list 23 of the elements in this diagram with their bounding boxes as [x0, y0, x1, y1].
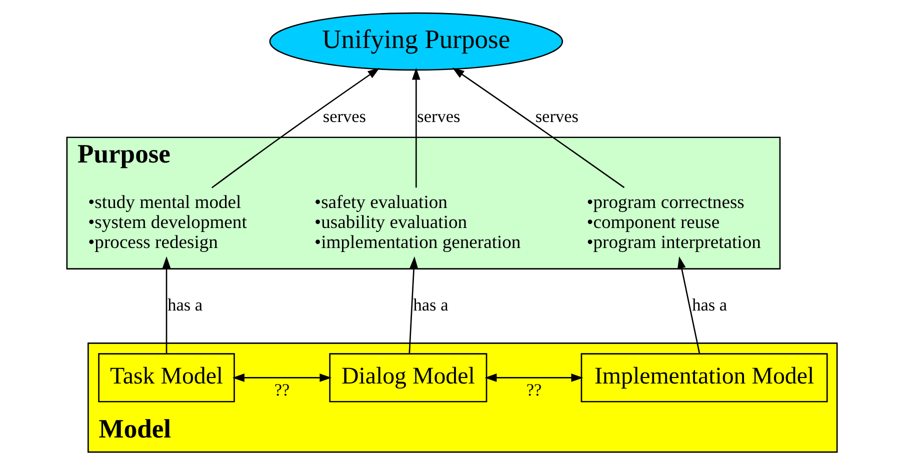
- node-text: •program correctness •component reuse •program interpretation: [586, 192, 760, 253]
- arrow: [677, 256, 700, 354]
- edge-label: has a: [412, 296, 448, 315]
- node-box: Task Model: [98, 353, 234, 402]
- edge-label: serves: [534, 106, 578, 126]
- arrow: [484, 374, 583, 382]
- node-box: Dialog Model: [328, 353, 487, 402]
- arrow: [408, 256, 418, 354]
- edge-label: has a: [167, 296, 202, 315]
- node-text: •safety evaluation •usability evaluation •implementation generation: [314, 192, 520, 253]
- node-text: •study mental model •system development •process redesign: [88, 192, 246, 253]
- edge-label: ??: [274, 380, 290, 400]
- arrow: [411, 68, 420, 188]
- arrow: [232, 374, 332, 382]
- arrow: [162, 256, 170, 354]
- node-box: Implementation Model: [580, 353, 828, 402]
- edge-label: ??: [526, 380, 542, 400]
- arrow: [210, 68, 380, 188]
- edge-label: has a: [692, 296, 727, 315]
- edge-label: serves: [322, 106, 366, 126]
- arrow: [452, 68, 624, 188]
- node-ellipse: Unifying Purpose: [268, 12, 563, 71]
- edge-label: serves: [416, 106, 460, 126]
